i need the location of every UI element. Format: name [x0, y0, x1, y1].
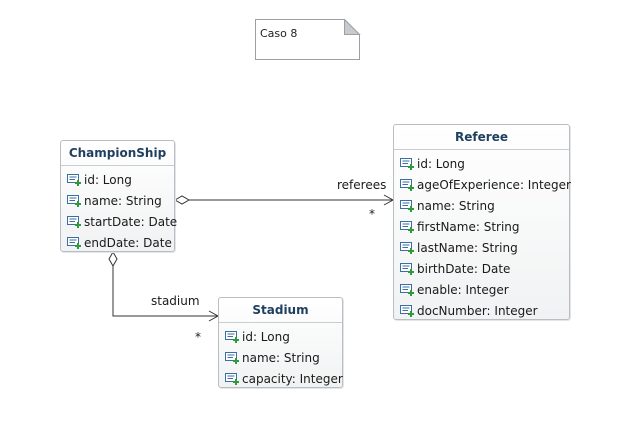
attribute-icon	[400, 263, 414, 275]
attribute-row[interactable]: firstName: String	[394, 217, 569, 238]
attribute-row[interactable]: startDate: Date	[61, 212, 178, 233]
attribute-row[interactable]: id: Long	[61, 170, 174, 191]
attribute-icon	[67, 237, 81, 249]
attribute-label: capacity: Integer	[242, 372, 343, 386]
attribute-row[interactable]: birthDate: Date	[394, 259, 569, 280]
attribute-icon	[225, 373, 239, 385]
referees-multiplicity-label: *	[369, 207, 375, 221]
attribute-icon	[400, 179, 414, 191]
attribute-icon	[67, 174, 81, 186]
attribute-row[interactable]: enable: Integer	[394, 280, 569, 301]
attribute-row[interactable]: id: Long	[394, 154, 569, 175]
attribute-icon	[400, 221, 414, 233]
stadium-role-label: stadium	[151, 294, 200, 308]
attribute-label: birthDate: Date	[417, 262, 511, 276]
referees-role-label: referees	[337, 178, 387, 192]
attribute-row[interactable]: name: String	[394, 196, 569, 217]
attribute-icon	[400, 305, 414, 317]
attribute-row[interactable]: ageOfExperience: Integer	[394, 175, 571, 196]
attribute-label: name: String	[242, 351, 320, 365]
class-stadium[interactable]: Stadium id: Long name: String capacity: In…	[218, 297, 343, 388]
note-text: Caso 8	[260, 27, 298, 40]
attribute-label: name: String	[84, 194, 162, 208]
stadium-aggregation-diamond	[108, 250, 118, 268]
attribute-row[interactable]: endDate: Date	[61, 233, 174, 254]
attribute-label: docNumber: Integer	[417, 304, 538, 318]
attribute-label: enable: Integer	[417, 283, 509, 297]
attribute-label: lastName: String	[417, 241, 518, 255]
stadium-association-line[interactable]	[112, 266, 218, 317]
attribute-row[interactable]: name: String	[219, 348, 342, 369]
attribute-label: firstName: String	[417, 220, 520, 234]
attribute-row[interactable]: id: Long	[219, 327, 342, 348]
attribute-icon	[400, 284, 414, 296]
class-championship-name: ChampionShip	[61, 141, 174, 166]
note[interactable]: Caso 8	[255, 19, 361, 60]
attribute-icon	[225, 331, 239, 343]
class-stadium-attributes: id: Long name: String capacity: Integer	[219, 323, 343, 390]
class-referee-attributes: id: Long ageOfExperience: Integer name: St…	[394, 150, 571, 322]
attribute-label: id: Long	[84, 173, 132, 187]
attribute-icon	[400, 158, 414, 170]
class-championship-attributes: id: Long name: String startDate: Date endDa…	[61, 166, 178, 254]
attribute-icon	[400, 200, 414, 212]
attribute-label: id: Long	[417, 157, 465, 171]
attribute-row[interactable]: capacity: Integer	[219, 369, 343, 390]
attribute-row[interactable]: docNumber: Integer	[394, 301, 569, 322]
attribute-row[interactable]: name: String	[61, 191, 174, 212]
class-referee-name: Referee	[394, 125, 569, 150]
class-stadium-name: Stadium	[219, 298, 342, 323]
attribute-row[interactable]: lastName: String	[394, 238, 569, 259]
attribute-label: startDate: Date	[84, 215, 178, 229]
attribute-icon	[67, 216, 81, 228]
note-shape	[255, 19, 361, 60]
attribute-icon	[67, 195, 81, 207]
attribute-label: id: Long	[242, 330, 290, 344]
attribute-icon	[225, 352, 239, 364]
referees-aggregation-diamond	[173, 195, 191, 205]
attribute-label: name: String	[417, 199, 495, 213]
class-referee[interactable]: Referee id: Long ageOfExperience: Integer…	[393, 124, 571, 322]
stadium-multiplicity-label: *	[195, 330, 201, 344]
attribute-label: endDate: Date	[84, 236, 172, 250]
class-championship[interactable]: ChampionShip id: Long name: String startDa…	[60, 140, 178, 254]
attribute-icon	[400, 242, 414, 254]
attribute-label: ageOfExperience: Integer	[417, 178, 571, 192]
